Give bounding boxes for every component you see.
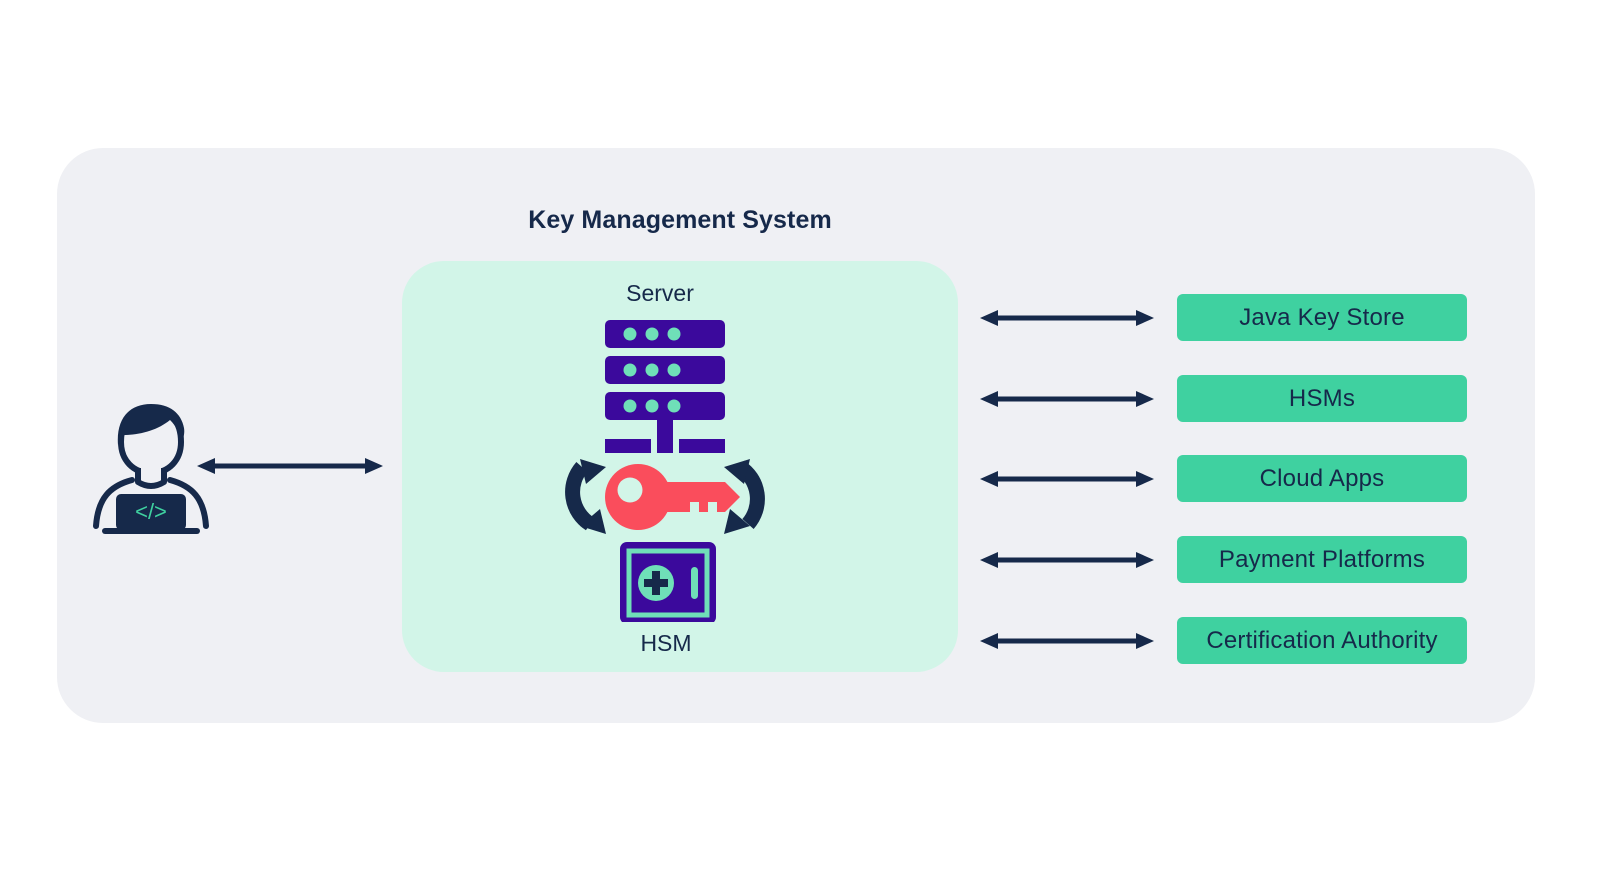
- hsm-label: HSM: [640, 630, 692, 656]
- key-icon: [605, 464, 740, 530]
- arrow-kms-to-payment-platforms: [980, 549, 1154, 576]
- safe-vault-icon: [620, 542, 716, 634]
- laptop-screen: [116, 494, 186, 530]
- integration-payment-platforms[interactable]: Payment Platforms: [1177, 536, 1467, 583]
- kms-icon-group: [560, 312, 770, 634]
- arrow-kms-to-certification-authority: [980, 630, 1154, 657]
- page-title: Key Management System: [528, 206, 832, 234]
- rotation-arrow-head-right-bottom: [724, 509, 750, 534]
- integration-certification-authority[interactable]: Certification Authority: [1177, 617, 1467, 664]
- integration-java-key-store[interactable]: Java Key Store: [1177, 294, 1467, 341]
- arrow-kms-to-hsms: [980, 388, 1154, 415]
- integration-cloud-apps[interactable]: Cloud Apps: [1177, 455, 1467, 502]
- server-label: Server: [626, 280, 694, 306]
- code-glyph: </>: [135, 499, 167, 524]
- server-rack-icon: [605, 320, 725, 453]
- neck-shape: [135, 468, 167, 489]
- arrow-kms-to-cloud-apps: [980, 468, 1154, 495]
- hair-shape: [117, 404, 185, 445]
- arrow-actor-to-kms: [197, 455, 383, 482]
- rotation-arrow-head-left-bottom: [580, 509, 606, 534]
- rotation-arrow-head-right-top: [724, 459, 750, 484]
- integration-hsms[interactable]: HSMs: [1177, 375, 1467, 422]
- shoulders-shape: [93, 477, 209, 529]
- developer-avatar: </>: [88, 400, 214, 534]
- laptop-base: [102, 528, 200, 534]
- arrow-kms-to-java-key-store: [980, 307, 1154, 334]
- rotation-arrow-head-left-top: [580, 459, 606, 484]
